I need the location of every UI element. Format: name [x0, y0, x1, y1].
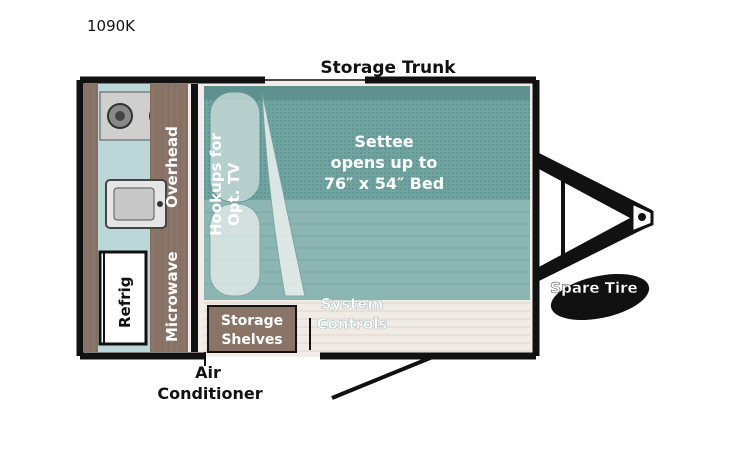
svg-text:opens up to: opens up to [331, 153, 438, 172]
svg-text:Storage: Storage [221, 313, 283, 329]
left-wall-cabinet [84, 84, 100, 352]
refrig-label: Refrig [116, 276, 134, 328]
microwave-label: Microwave [163, 251, 181, 342]
svg-text:System: System [321, 295, 383, 313]
svg-text:76″ x 54″ Bed: 76″ x 54″ Bed [324, 174, 444, 193]
microwave-cabinet [150, 244, 188, 352]
storage-shelves-label: Storage Shelves [221, 313, 283, 348]
spare-tire-label: Spare Tire [550, 279, 637, 297]
door [331, 354, 436, 400]
settee-label: Settee opens up to 76″ x 54″ Bed [324, 132, 444, 193]
air-conditioner-label: Air Conditioner [157, 363, 262, 403]
svg-text:Air: Air [195, 363, 221, 382]
svg-text:Hookups for: Hookups for [207, 132, 225, 236]
hitch-tongue [537, 152, 654, 282]
svg-text:Shelves: Shelves [221, 332, 282, 348]
refrigerator [98, 250, 148, 346]
model-number: 1090K [87, 17, 136, 35]
svg-text:Opt. TV: Opt. TV [225, 162, 243, 226]
spare-tire-icon [550, 273, 650, 321]
svg-text:Settee: Settee [354, 132, 414, 151]
hookups-tv-label: Hookups for Opt. TV [207, 132, 243, 236]
storage-trunk-label: Storage Trunk [320, 58, 456, 78]
settee [204, 86, 530, 300]
svg-text:Controls: Controls [317, 315, 388, 333]
divider-wall [191, 84, 198, 352]
system-controls-label: System Controls [316, 295, 388, 333]
overhead-label: Overhead [163, 126, 181, 208]
storage-shelves [207, 305, 297, 353]
outer-walls [76, 76, 540, 360]
svg-text:Conditioner: Conditioner [157, 384, 262, 403]
sink-icon [105, 179, 167, 229]
